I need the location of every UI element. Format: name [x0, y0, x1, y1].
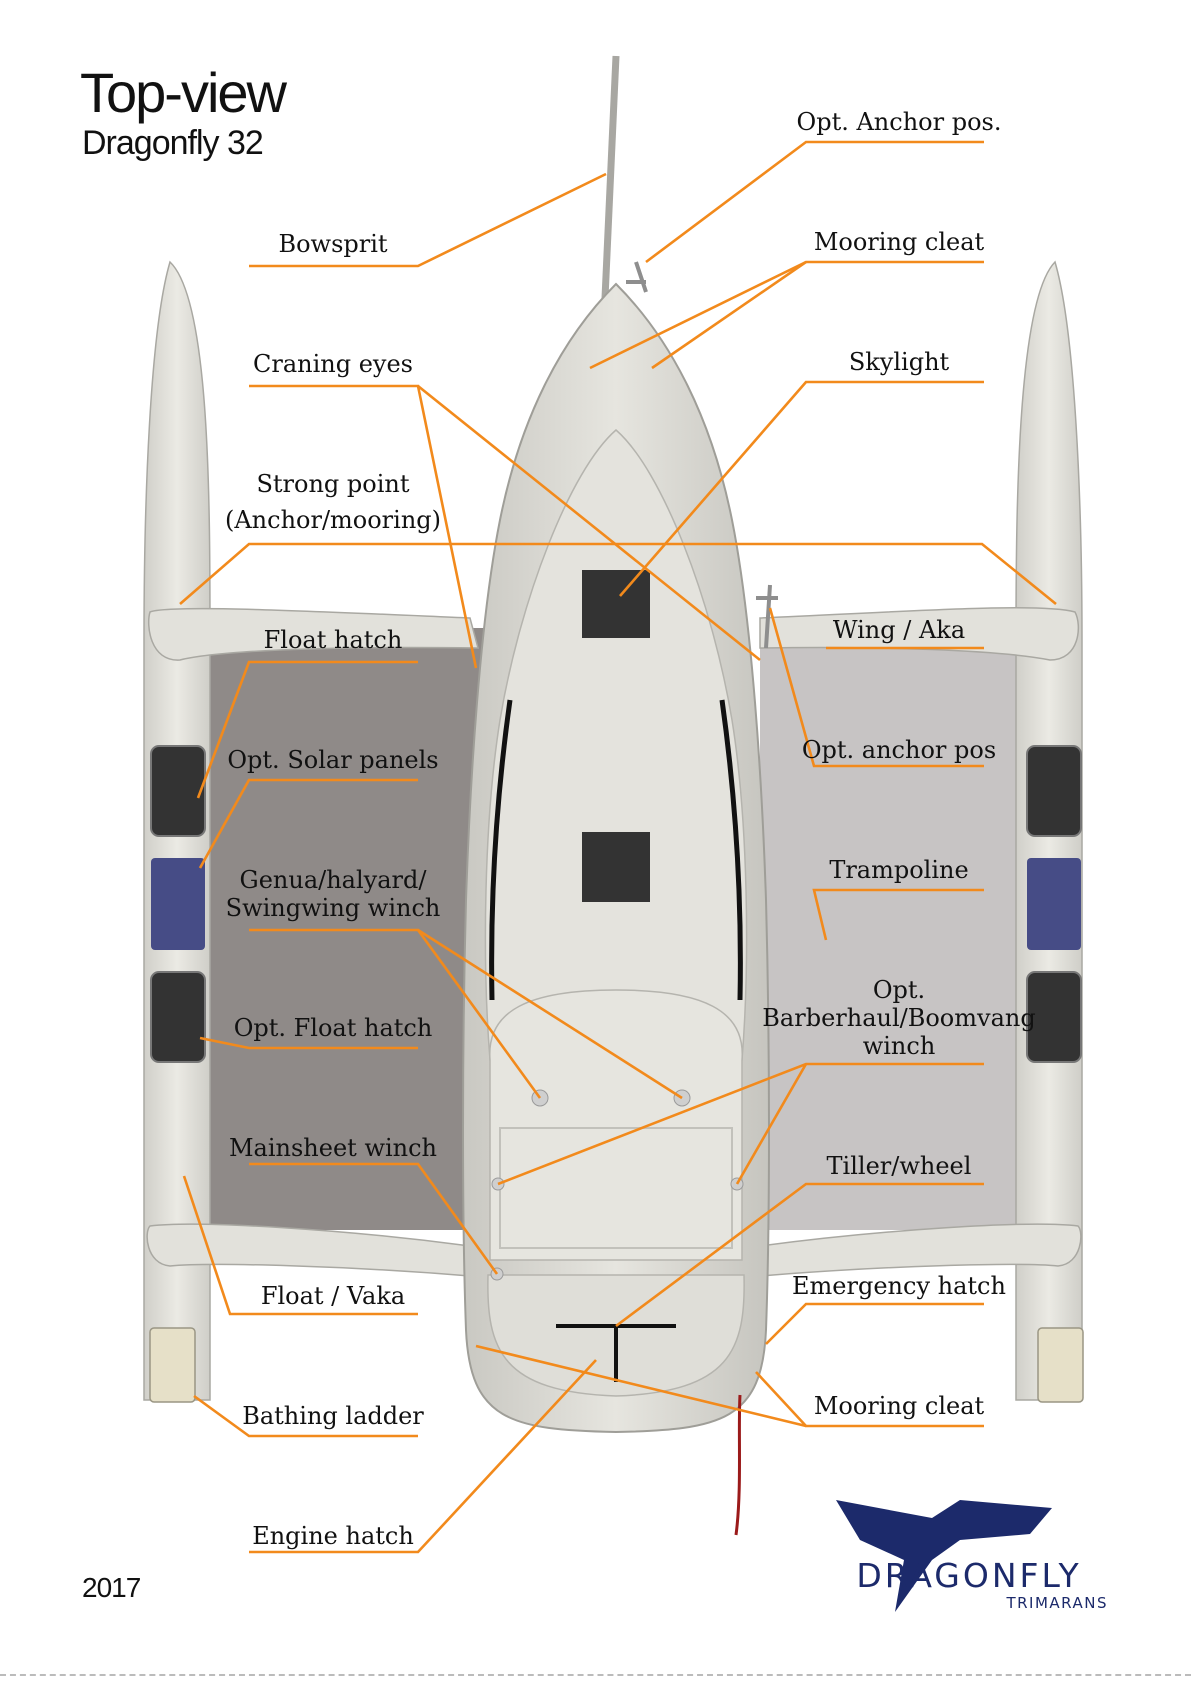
rear-wing-right	[759, 1223, 1082, 1277]
leader-solar-panels	[198, 778, 418, 869]
label-genua-winch-2: Swingwing winch	[225, 894, 441, 922]
leader-strong-point	[179, 542, 1057, 606]
leader-tiller	[615, 1182, 984, 1328]
year-label: 2017	[82, 1572, 141, 1603]
float-hatch-right	[1026, 745, 1082, 837]
label-opt-float-hatch: Opt. Float hatch	[233, 1014, 433, 1042]
label-trampoline: Trampoline	[829, 856, 969, 884]
leader-lines	[179, 140, 1057, 1554]
label-float-hatch: Float hatch	[263, 626, 403, 654]
bathing-ladder-right	[1037, 1327, 1084, 1403]
leader-barberhaul-2	[735, 1063, 808, 1185]
leader-bathing-ladder	[193, 1394, 418, 1438]
label-opt-anchor-pos: Opt. anchor pos	[801, 736, 997, 764]
leader-engine-hatch	[249, 1359, 597, 1554]
solar-panel-left	[151, 858, 205, 950]
leader-float-vaka	[182, 1175, 418, 1316]
leader-opt-float-hatch	[199, 1036, 418, 1050]
cockpit	[489, 989, 743, 1261]
label-float-vaka: Float / Vaka	[260, 1282, 406, 1310]
label-skylight: Skylight	[848, 348, 950, 376]
anchor-bow	[626, 261, 648, 293]
label-craning-eyes: Craning eyes	[252, 350, 413, 378]
label-mainsheet-winch: Mainsheet winch	[228, 1134, 438, 1162]
leader-mooring-cleat-bottom-2	[475, 1344, 807, 1428]
page-title: Top-view	[80, 61, 287, 124]
leader-mooring-cleat-top-2	[651, 260, 807, 370]
leader-opt-anchor	[768, 607, 984, 768]
page-subtitle: Dragonfly 32	[82, 124, 264, 162]
red-line	[734, 1394, 742, 1536]
leader-genua-winch-2	[417, 928, 683, 1100]
leader-opt-anchor-top	[645, 140, 984, 264]
opt-float-hatch-right	[1026, 971, 1082, 1063]
label-genua-winch-1: Genua/halyard/	[239, 866, 427, 894]
side-window-left	[489, 699, 513, 1001]
leader-skylight	[619, 380, 984, 597]
side-window-right	[719, 699, 743, 1001]
label-mooring-cleat-top: Mooring cleat	[813, 228, 985, 256]
leader-emergency-hatch	[765, 1302, 984, 1345]
label-tiller-wheel: Tiller/wheel	[826, 1152, 972, 1180]
label-strong-point-1: Strong point	[256, 470, 410, 498]
label-barberhaul-2: Barberhaul/Boomvang	[762, 1004, 1036, 1032]
bowsprit	[600, 55, 620, 321]
rear-wing-left	[146, 1223, 471, 1277]
dragonfly-logo-icon	[836, 1500, 1052, 1612]
label-mooring-cleat-bottom: Mooring cleat	[813, 1392, 985, 1420]
label-emergency-hatch: Emergency hatch	[792, 1272, 1006, 1300]
bathing-ladder-left	[149, 1327, 196, 1403]
brand-name: DRAGONFLY	[856, 1556, 1082, 1595]
footer-divider	[0, 1674, 1191, 1676]
label-strong-point-2: (Anchor/mooring)	[224, 506, 442, 534]
leader-float-hatch	[196, 660, 418, 799]
brand-tagline: TRIMARANS	[1006, 1594, 1108, 1612]
solar-panel-right	[1027, 858, 1081, 950]
leader-craning-eyes-2	[417, 384, 761, 662]
anchor-wing	[756, 584, 778, 649]
leader-bowsprit	[249, 172, 607, 268]
label-barberhaul-3: winch	[862, 1032, 936, 1060]
float-hatch-left	[150, 745, 206, 837]
label-barberhaul-1: Opt.	[872, 976, 926, 1004]
front-wing-left	[147, 607, 479, 661]
skylight	[582, 570, 650, 638]
leader-trampoline	[812, 888, 984, 941]
label-opt-solar-panels: Opt. Solar panels	[227, 746, 439, 774]
label-wing-aka: Wing / Aka	[832, 616, 966, 644]
coachroof-hatch	[582, 832, 650, 902]
opt-float-hatch-left	[150, 971, 206, 1063]
label-opt-anchor-pos-top: Opt. Anchor pos.	[796, 108, 1002, 136]
label-engine-hatch: Engine hatch	[252, 1522, 414, 1550]
leader-mainsheet	[249, 1162, 499, 1275]
label-bathing-ladder: Bathing ladder	[242, 1402, 424, 1430]
label-bowsprit: Bowsprit	[278, 230, 388, 258]
